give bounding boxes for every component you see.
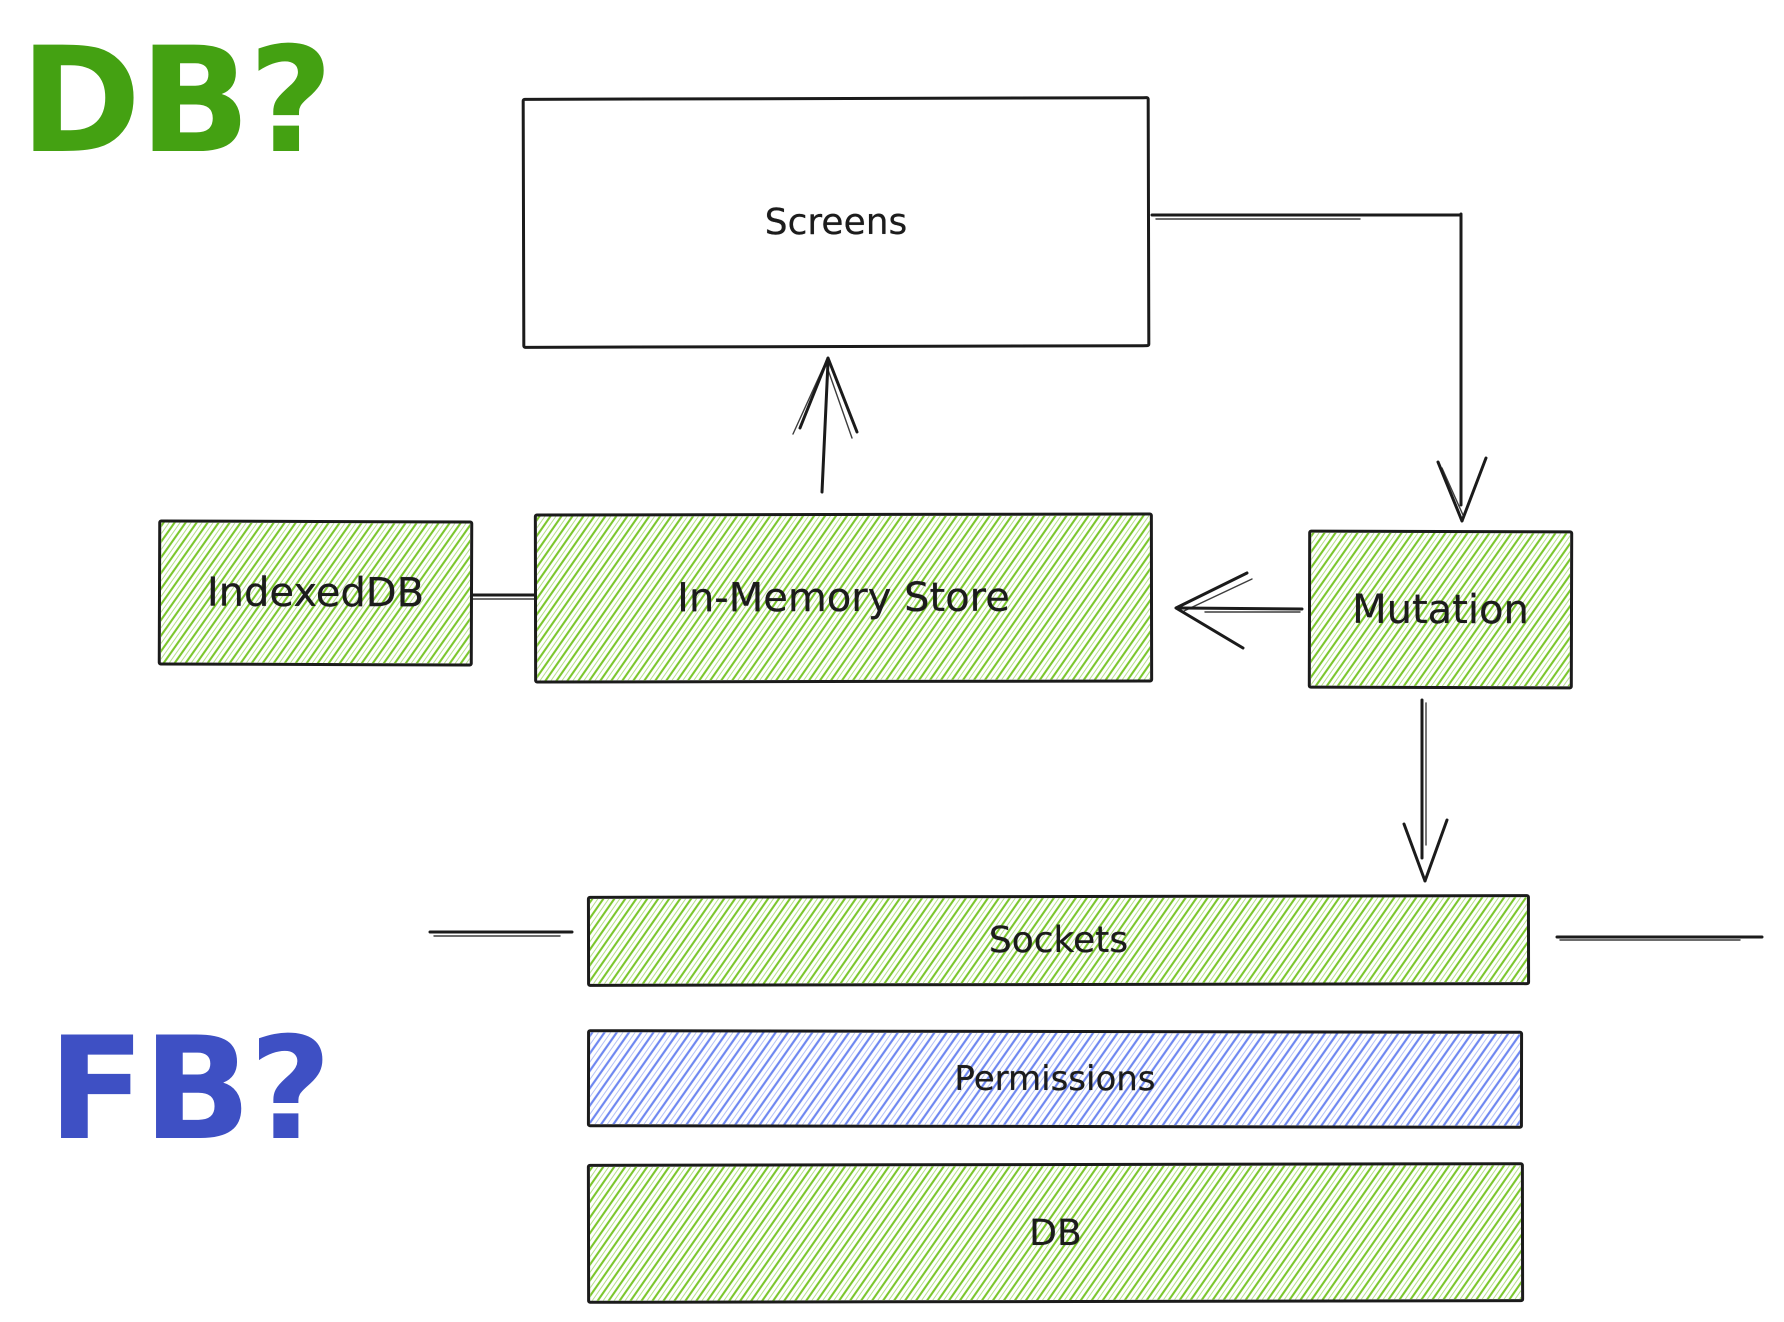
db-hatch-fill xyxy=(589,1165,1522,1301)
node-db[interactable]: DB xyxy=(586,1162,1525,1304)
node-indexeddb[interactable]: IndexedDB xyxy=(157,519,474,667)
edge-inmemory-to-screens[interactable] xyxy=(792,356,859,494)
annotation-db-question[interactable]: DB? xyxy=(20,16,333,186)
edge-mutation-to-inmemory[interactable] xyxy=(1174,571,1304,650)
annotation-fb-question[interactable]: FB? xyxy=(48,1007,332,1172)
mutation-hatch-fill xyxy=(1310,532,1571,687)
node-permissions-label: Permissions xyxy=(954,1058,1156,1100)
permissions-hatch-fill xyxy=(589,1032,1521,1126)
node-sockets-label: Sockets xyxy=(988,919,1129,962)
sockets-hatch-fill xyxy=(589,897,1528,984)
node-indexeddb-label: IndexedDB xyxy=(206,569,425,617)
node-sockets[interactable]: Sockets xyxy=(586,894,1531,987)
edge-mutation-to-sockets[interactable] xyxy=(1402,698,1449,883)
node-mutation[interactable]: Mutation xyxy=(1307,529,1574,690)
edge-screens-to-mutation[interactable] xyxy=(1150,212,1488,523)
node-mutation-label: Mutation xyxy=(1352,586,1529,633)
edge-sockets-offscreen-right[interactable] xyxy=(1555,935,1764,941)
node-screens[interactable]: Screens xyxy=(521,96,1151,349)
node-in-memory-store[interactable]: In-Memory Store xyxy=(533,512,1154,684)
node-permissions[interactable]: Permissions xyxy=(586,1029,1524,1129)
in-memory-store-hatch-fill xyxy=(536,515,1151,681)
indexeddb-hatch-fill xyxy=(160,522,471,664)
node-in-memory-store-label: In-Memory Store xyxy=(677,574,1010,622)
node-db-label: DB xyxy=(1029,1212,1082,1254)
node-screens-label: Screens xyxy=(764,201,908,244)
edge-sockets-offscreen-left[interactable] xyxy=(428,930,574,937)
